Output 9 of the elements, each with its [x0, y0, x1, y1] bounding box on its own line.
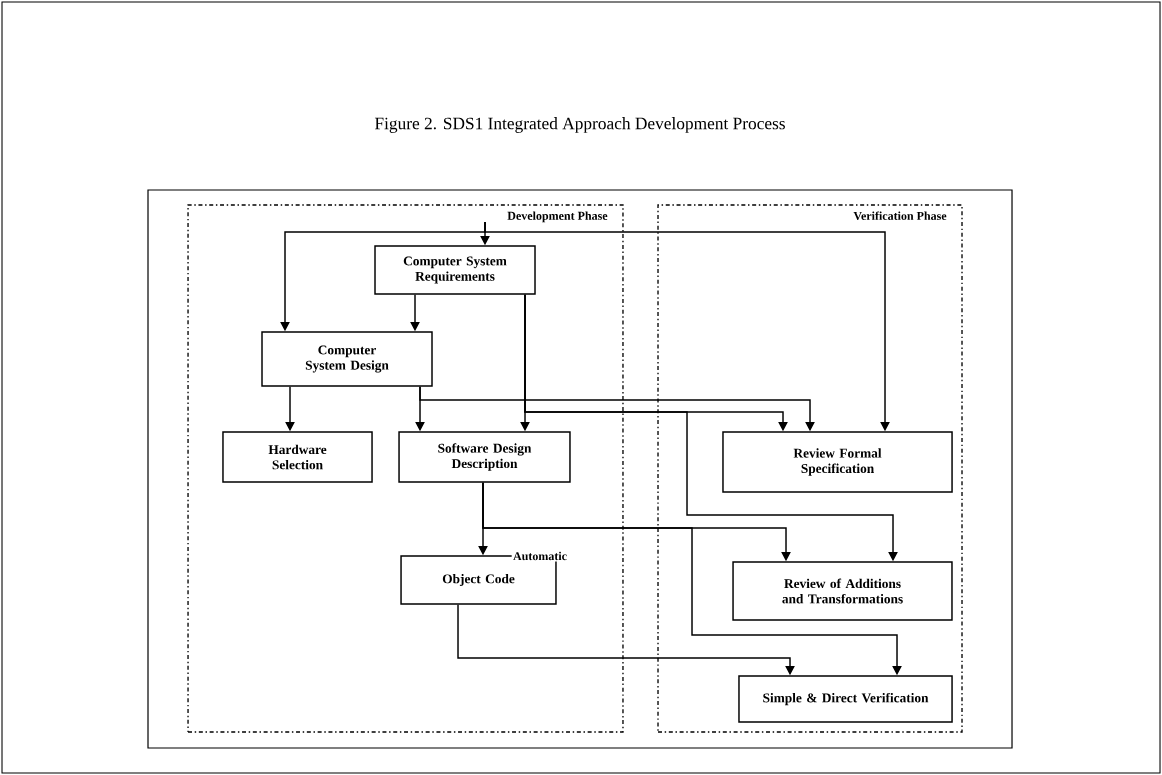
figure-title: Figure 2. SDS1 Integrated Approach Development Process — [374, 117, 785, 133]
edge-label: Automatic — [511, 550, 569, 562]
process-box: Software Design Description — [398, 431, 571, 483]
process-box: Computer System Requirements — [374, 245, 536, 295]
process-box: Review of Additions and Transformations — [732, 561, 953, 621]
process-box: Review Formal Specification — [722, 431, 953, 493]
process-box: Simple & Direct Verification — [738, 675, 953, 723]
process-box: Computer System Design — [261, 331, 433, 387]
process-box: Hardware Selection — [222, 431, 373, 483]
